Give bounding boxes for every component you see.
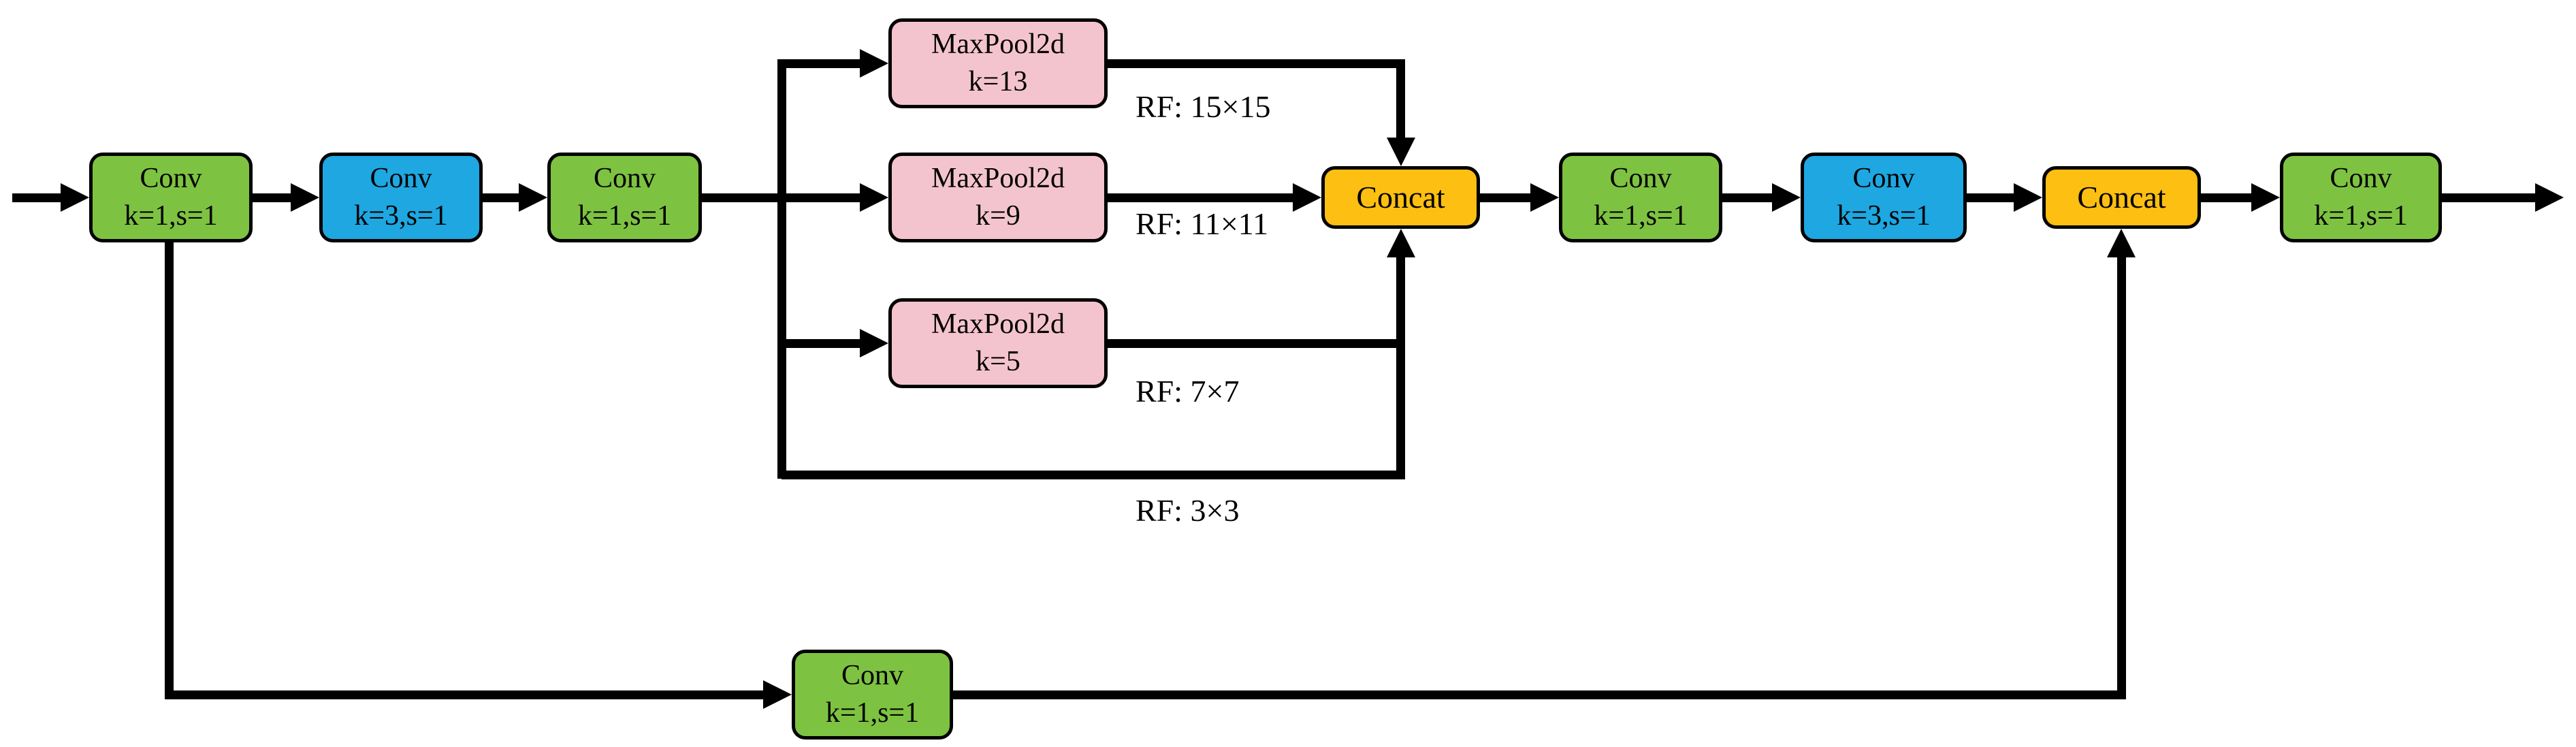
edge-concat1-conv4 [1480,193,1530,202]
node-label: MaxPool2d [931,308,1065,340]
edge-conv5-concat2 [1967,193,2014,202]
arrowhead-maxpool13-in [860,49,888,78]
node-sublabel: k=1,s=1 [577,200,672,232]
edge-skip-horizontal [169,690,763,699]
node-label: Conv [2330,162,2392,194]
arrowhead-concat2-bottom [2107,229,2136,257]
arrowhead-output [2535,183,2564,212]
node-conv-head-2: Conv k=3,s=1 [1801,153,1967,242]
edge-conv2-conv3 [483,193,523,202]
edge-output [2442,193,2535,202]
edge-branch-maxpool5 [782,339,864,348]
node-conv-backbone-1: Conv k=1,s=1 [89,153,253,242]
arrowhead-concat1-bottom [1387,229,1415,257]
arrowhead-concat2-left [2014,183,2042,212]
node-sublabel: k=9 [976,200,1020,232]
node-sublabel: k=1,s=1 [825,697,920,729]
node-label: Conv [1852,162,1915,194]
node-label: Conv [593,162,656,194]
node-sublabel: k=1,s=1 [2314,200,2408,232]
edge-riser-concat1-bottom [1396,256,1405,479]
edge-branch-maxpool13 [782,59,864,68]
node-label: Conv [140,162,202,194]
node-maxpool-k5: MaxPool2d k=5 [888,298,1108,388]
arrowhead-maxpool9-in [860,183,888,212]
node-sublabel: k=1,s=1 [124,200,218,232]
edge-riser-concat2-bottom [2117,256,2126,699]
rf-label-11x11: RF: 11×11 [1136,206,1269,241]
rf-label-7x7: RF: 7×7 [1136,374,1240,409]
node-sublabel: k=1,s=1 [1594,200,1688,232]
node-label: Conv [841,659,903,691]
node-sublabel: k=13 [968,66,1028,97]
edge-concat2-conv6 [2201,193,2251,202]
node-label: Conv [370,162,432,194]
node-concat-2: Concat [2042,166,2201,229]
edge-conv1-conv2 [253,193,295,202]
edge-maxpool5-out [1108,339,1405,348]
arrowhead-conv-skip-in [763,680,792,709]
arrowhead-concat1-top [1387,138,1415,166]
rf-label-3x3: RF: 3×3 [1136,493,1240,528]
node-label: MaxPool2d [931,28,1065,60]
node-label: MaxPool2d [931,162,1065,194]
edge-conv4-conv5 [1722,193,1772,202]
arrowhead-input [61,183,89,212]
node-concat-1: Concat [1321,166,1480,229]
arrowhead-maxpool5-in [860,329,888,357]
arrowhead-conv2-conv3 [519,183,547,212]
edge-maxpool13-out [1108,59,1405,68]
node-label: Concat [1356,179,1445,214]
arrowhead-conv1-conv2 [291,183,319,212]
edge-branch-trunk [777,59,786,479]
node-conv-output: Conv k=1,s=1 [2280,153,2442,242]
node-conv-skip: Conv k=1,s=1 [792,650,953,740]
node-maxpool-k9: MaxPool2d k=9 [888,153,1108,242]
edge-riser-concat1-top [1396,59,1405,139]
node-sublabel: k=3,s=1 [1837,200,1931,232]
rf-label-15x15: RF: 15×15 [1136,89,1271,124]
node-sublabel: k=3,s=1 [354,200,448,232]
node-sublabel: k=5 [976,346,1020,377]
arrowhead-conv5-in [1772,183,1801,212]
node-conv-backbone-2: Conv k=3,s=1 [319,153,483,242]
edge-skip-down [165,242,174,699]
edge-maxpool9-out [1108,193,1297,202]
node-conv-backbone-3: Conv k=1,s=1 [547,153,702,242]
edge-bypass-rf3 [782,471,1405,479]
edge-input [12,193,66,202]
arrowhead-conv4-in [1530,183,1559,212]
arrowhead-concat1-left [1293,183,1321,212]
node-label: Conv [1609,162,1672,194]
node-conv-head-1: Conv k=1,s=1 [1559,153,1722,242]
node-maxpool-k13: MaxPool2d k=13 [888,18,1108,108]
arrowhead-conv6-in [2251,183,2280,212]
node-label: Concat [2077,179,2166,214]
edge-skip-out [953,690,2126,699]
